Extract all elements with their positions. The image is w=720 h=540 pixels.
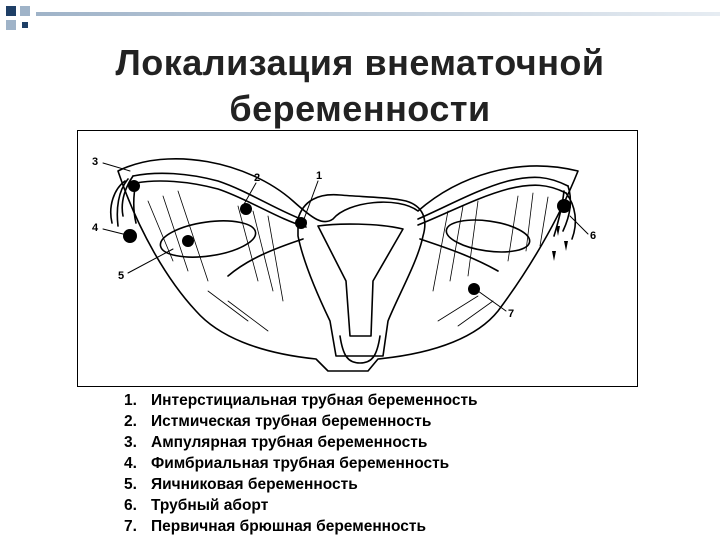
callout-4: 4 — [92, 222, 99, 234]
legend-text: Фимбриальная трубная беременность — [151, 455, 450, 472]
uterine-cavity — [317, 223, 404, 337]
left-ovary — [159, 220, 257, 258]
callout-7: 7 — [508, 308, 514, 320]
round-ligament-right — [419, 238, 499, 272]
legend-number: 1. — [124, 392, 137, 409]
site-4-fimbrial — [123, 229, 137, 243]
legend-text: Трубный аборт — [151, 497, 269, 514]
legend-number: 3. — [124, 434, 137, 451]
cervix — [339, 335, 381, 364]
decor-square-dark-small — [22, 22, 28, 28]
site-2-isthmic — [240, 203, 252, 215]
legend-number: 6. — [124, 497, 137, 514]
callout-5: 5 — [118, 270, 124, 282]
legend-text: Яичниковая беременность — [151, 476, 358, 493]
broad-ligament-outline — [117, 157, 579, 372]
legend-text: Интерстициальная трубная беременность — [151, 392, 478, 409]
legend-item: 2. Истмическая трубная беременность — [124, 411, 478, 432]
decor-square-light — [6, 20, 16, 30]
right-fallopian-tube — [417, 176, 569, 220]
uterus-body — [297, 193, 426, 357]
title-line-2: беременности — [229, 88, 491, 129]
legend-number: 5. — [124, 476, 137, 493]
decor-square-dark — [6, 6, 16, 16]
site-1-interstitial — [295, 217, 307, 229]
legend-item: 4. Фимбриальная трубная беременность — [124, 453, 478, 474]
legend-text: Ампулярная трубная беременность — [151, 434, 428, 451]
site-3-ampullary — [128, 180, 140, 192]
slide-decoration — [0, 0, 720, 30]
decor-square-light — [20, 6, 30, 16]
left-fallopian-tube — [132, 172, 307, 222]
legend-item: 6. Трубный аборт — [124, 495, 478, 516]
callout-2: 2 — [254, 172, 260, 184]
uterus-tubes-drawing: 1 2 3 4 5 6 7 — [92, 156, 596, 372]
site-5-ovarian — [182, 235, 194, 247]
legend-number: 7. — [124, 518, 137, 535]
legend-text: Первичная брюшная беременность — [151, 518, 427, 535]
title-line-1: Локализация внематочной — [115, 42, 605, 83]
legend-item: 5. Яичниковая беременность — [124, 474, 478, 495]
legend-list: 1.Интерстициальная трубная беременность … — [124, 390, 478, 537]
left-fimbriae — [109, 175, 137, 227]
legend-text: Истмическая трубная беременность — [151, 413, 432, 430]
anatomy-illustration: 1 2 3 4 5 6 7 — [77, 130, 638, 387]
site-7-abdominal — [468, 283, 480, 295]
legend-item: 7. Первичная брюшная беременность — [124, 516, 478, 537]
right-ovary — [445, 219, 531, 253]
legend-number: 4. — [124, 455, 137, 472]
legend-number: 2. — [124, 413, 137, 430]
legend-item: 1. Интерстициальная трубная беременность — [124, 390, 478, 411]
callout-1: 1 — [316, 170, 322, 182]
slide-title: Локализация внематочной беременности — [60, 40, 660, 132]
legend-item: 3. Ампулярная трубная беременность — [124, 432, 478, 453]
site-6-tubal-abortion — [557, 199, 571, 213]
round-ligament-left — [227, 238, 304, 277]
callout-6: 6 — [590, 230, 596, 242]
tubal-abortion-drops — [552, 226, 568, 261]
callout-3: 3 — [92, 156, 98, 168]
decor-top-line — [36, 12, 720, 16]
